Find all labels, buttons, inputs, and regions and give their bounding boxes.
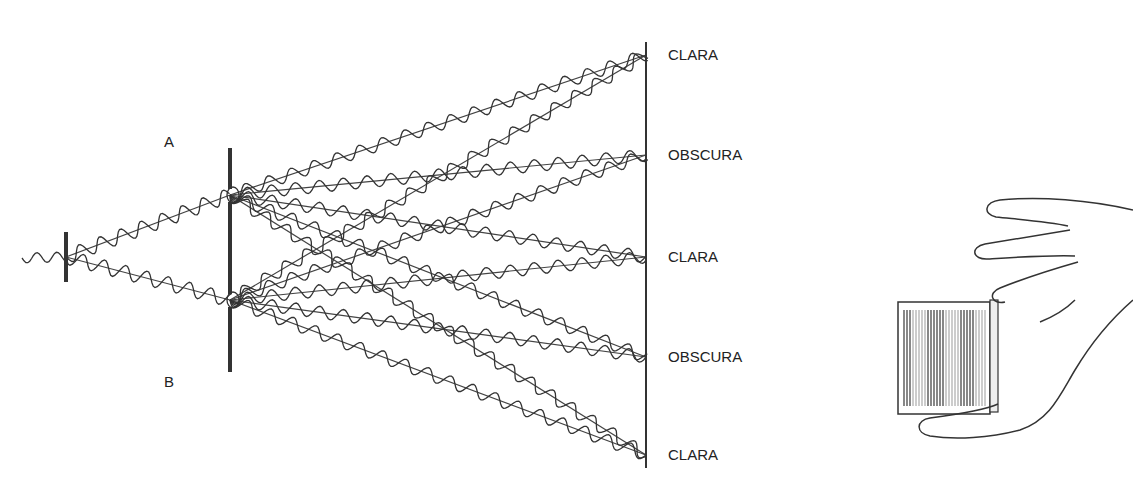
waves	[22, 53, 648, 458]
ray-line	[66, 257, 230, 300]
slit-label: B	[162, 373, 176, 390]
fringe-line	[933, 310, 934, 406]
wave	[230, 253, 646, 306]
fringe-line	[930, 310, 931, 406]
wave	[230, 53, 648, 199]
fringe-line	[909, 310, 910, 406]
fringe-line	[913, 310, 914, 406]
fringe-line	[958, 310, 959, 406]
fringe-line	[916, 310, 917, 406]
wave	[230, 54, 648, 302]
incoming-wave	[22, 252, 66, 262]
fringe-line	[942, 310, 943, 406]
wave	[230, 300, 646, 459]
fringe-line	[966, 310, 967, 406]
fringe-line	[925, 310, 926, 406]
double-slit-barrier	[228, 148, 232, 189]
wave	[66, 190, 230, 261]
fringe-line	[946, 310, 947, 406]
fringe-line	[939, 310, 940, 406]
slit-wavelet	[227, 292, 239, 308]
fringe-line	[936, 310, 937, 406]
fringe-label: CLARA	[666, 446, 720, 463]
wave-rays	[66, 55, 646, 455]
wave	[230, 151, 646, 201]
fringe-line	[955, 310, 956, 406]
fringe-line	[906, 310, 907, 406]
ray-line	[230, 195, 646, 357]
slit-label: A	[162, 133, 176, 150]
wave	[230, 192, 646, 262]
fringe-label: OBSCURA	[666, 146, 744, 163]
fringe-label: CLARA	[666, 248, 720, 265]
hand	[919, 198, 1133, 438]
wave	[230, 297, 646, 363]
fringe-line	[976, 310, 977, 406]
fringe-label: OBSCURA	[666, 348, 744, 365]
ray-line	[230, 300, 646, 357]
fringe-line	[969, 310, 970, 406]
wave	[230, 195, 645, 458]
screen	[645, 42, 647, 468]
fringe-label: CLARA	[666, 46, 720, 63]
fringe-line	[963, 310, 964, 406]
slit-wavelet	[227, 187, 239, 203]
fringe-line	[972, 310, 973, 406]
fringe-line	[922, 310, 923, 406]
ray-line	[230, 195, 646, 455]
fringe-card	[898, 300, 998, 414]
fringe-line	[960, 310, 961, 406]
fringe-line	[982, 310, 983, 406]
fringe-line	[927, 310, 928, 406]
single-slit-barrier	[64, 232, 68, 282]
ray-line	[230, 155, 646, 195]
fringe-line	[903, 310, 904, 406]
double-slit-barrier	[228, 202, 232, 294]
ray-line	[230, 195, 646, 257]
fringe-line	[949, 310, 950, 406]
wave	[230, 154, 648, 304]
ray-line	[230, 55, 646, 195]
double-slit-barrier	[228, 307, 232, 372]
wave	[66, 254, 232, 304]
ray-line	[230, 155, 646, 300]
fringe-line	[979, 310, 980, 406]
fringe-line	[919, 310, 920, 406]
wave	[230, 195, 647, 360]
fringe-line	[985, 310, 986, 406]
fringe-line	[952, 310, 953, 406]
